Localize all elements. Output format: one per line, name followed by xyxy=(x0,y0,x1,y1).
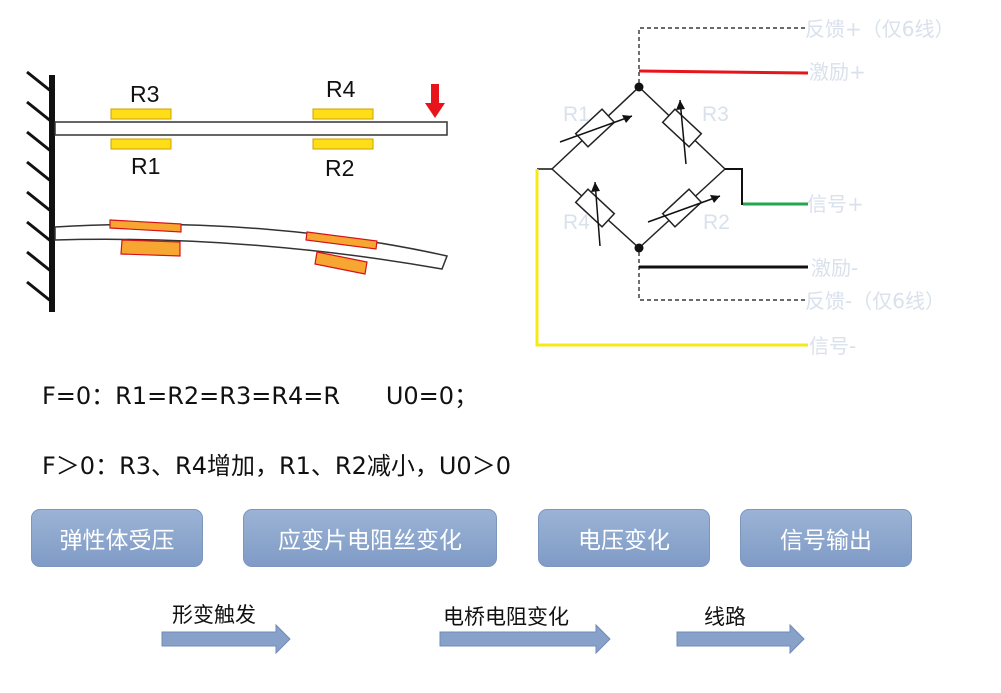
formula-zero-force: F=0：R1=R2=R3=R4=R U0=0； xyxy=(42,382,479,410)
feedback-plus-wire xyxy=(638,27,808,83)
bridge-label-r4: R4 xyxy=(563,211,590,234)
terminal-feedback-minus: 反馈-（仅6线） xyxy=(805,289,945,313)
flow-arrow-1 xyxy=(161,623,291,655)
bridge-label-r1: R1 xyxy=(563,103,590,126)
signal-plus-wire xyxy=(725,168,808,205)
load-arrow-icon xyxy=(425,84,445,118)
feedback-minus-wire xyxy=(638,252,808,301)
terminal-excite-plus: 激励+ xyxy=(809,60,866,84)
gauge-bent-r4 xyxy=(305,231,378,250)
terminal-feedback-plus: 反馈+（仅6线） xyxy=(805,17,954,41)
formula-positive-force: F＞0：R3、R4增加，R1、R2减小，U0＞0 xyxy=(42,452,511,480)
beam-label-r2: R2 xyxy=(325,155,354,181)
bridge-label-r3: R3 xyxy=(702,103,729,126)
bridge-circuit xyxy=(551,82,726,253)
transition-bridge-resistance: 电桥电阻变化 xyxy=(443,605,569,629)
transition-wiring: 线路 xyxy=(704,605,746,629)
terminal-signal-minus: 信号- xyxy=(809,334,856,358)
gauge-r3 xyxy=(110,108,172,120)
step-elastic-compression: 弹性体受压 xyxy=(31,509,203,567)
gauge-bent-r3 xyxy=(109,219,182,233)
signal-minus-wire xyxy=(535,169,808,347)
bridge-label-r2: R2 xyxy=(703,211,730,234)
fixed-wall xyxy=(26,70,55,312)
flow-arrow-2 xyxy=(439,623,611,655)
gauge-r4 xyxy=(312,108,374,120)
excite-plus-wire xyxy=(638,69,809,75)
step-strain-wire-change: 应变片电阻丝变化 xyxy=(243,509,497,567)
beam-bent xyxy=(54,223,449,270)
gauge-bent-r2 xyxy=(314,251,368,275)
beam-label-r3: R3 xyxy=(130,81,159,107)
beam-label-r1: R1 xyxy=(131,153,160,179)
terminal-signal-plus: 信号+ xyxy=(807,192,864,216)
step-voltage-change: 电压变化 xyxy=(538,509,710,567)
transition-deformation: 形变触发 xyxy=(172,603,256,627)
step-signal-output: 信号输出 xyxy=(740,509,912,567)
beam-unloaded xyxy=(54,121,448,136)
beam-label-r4: R4 xyxy=(326,76,356,102)
gauge-r2 xyxy=(312,138,374,150)
gauge-r1 xyxy=(110,138,172,150)
gauge-bent-r1 xyxy=(120,239,181,257)
terminal-excite-minus: 激励- xyxy=(811,256,858,280)
flow-arrow-3 xyxy=(676,623,805,655)
